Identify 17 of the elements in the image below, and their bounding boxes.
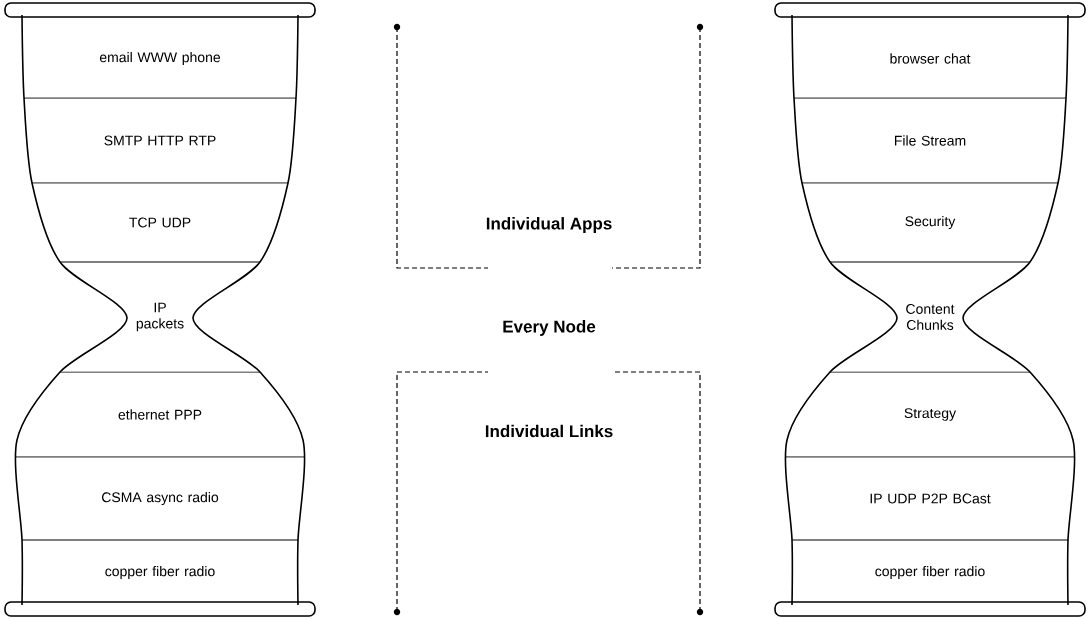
layer-label: Strategy (904, 408, 957, 421)
layer-label: email WWW phone (99, 51, 221, 65)
section-label: Every Node (503, 320, 596, 336)
layer-label: ethernet PPP (118, 409, 202, 420)
layer-label: File Stream (895, 135, 966, 146)
layer-label: copper fiber radio (875, 565, 985, 579)
section-label: Individual Links (485, 424, 613, 438)
layer-label: browser chat (890, 53, 971, 64)
layer-label: SMTP HTTP RTP (104, 135, 216, 146)
section-label: Individual Apps (486, 217, 612, 233)
layer-label: CSMA async radio (101, 491, 219, 505)
layer-label: TCP UDP (129, 217, 191, 228)
layer-label: Security (905, 215, 956, 229)
layer-label: Content Chunks (906, 304, 955, 330)
layer-label: IP packets (136, 302, 184, 332)
layer-label: IP UDP P2P BCast (870, 493, 991, 504)
layer-label: copper fiber radio (105, 565, 215, 579)
